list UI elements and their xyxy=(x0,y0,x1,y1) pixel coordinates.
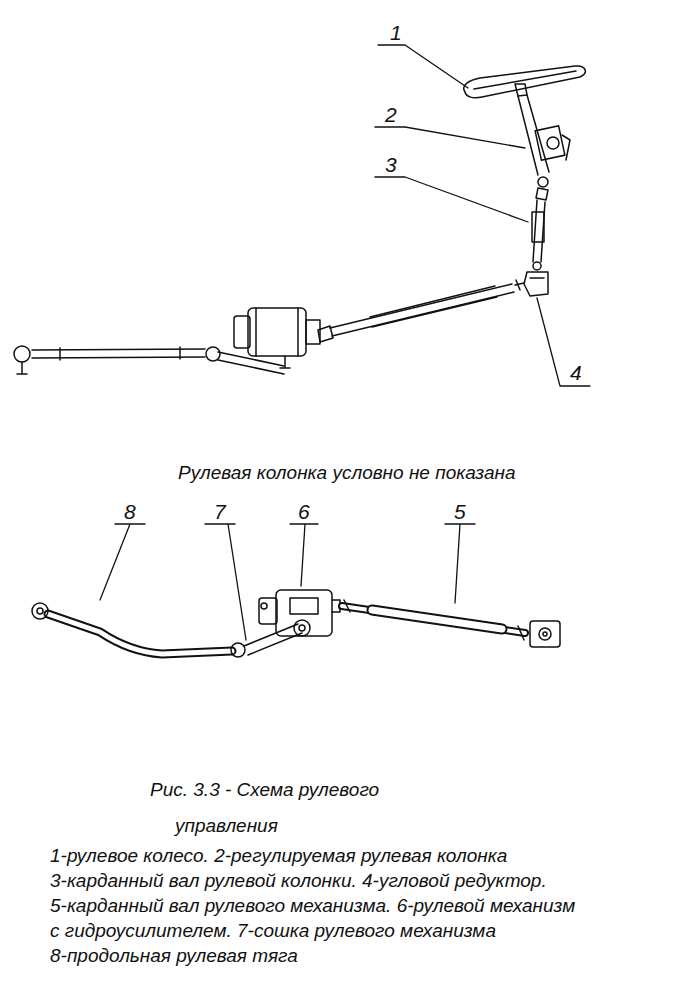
figure-caption: Рис. 3.3 - Схема рулевого управления xyxy=(150,772,390,844)
callout-number: 5 xyxy=(454,499,466,524)
callout-number: 1 xyxy=(390,20,402,45)
callout-number: 3 xyxy=(385,152,397,177)
callout-number: 8 xyxy=(124,499,136,524)
legend-line: с гидроусилителем. 7-сошка рулевого меха… xyxy=(50,920,496,943)
legend-line: 5-карданный вал рулевого механизма. 6-ру… xyxy=(50,895,575,918)
callout-number: 4 xyxy=(570,360,582,385)
callout-number: 6 xyxy=(298,499,310,524)
callout-number: 7 xyxy=(214,499,226,524)
callout-number: 2 xyxy=(385,102,397,127)
legend-line: 3-карданный вал рулевой колонки. 4-углов… xyxy=(50,870,547,893)
legend-line: 8-продольная рулевая тяга xyxy=(50,945,298,968)
note-text: Рулевая колонка условно не показана xyxy=(178,462,516,485)
legend-line: 1-рулевое колесо. 2-регулируемая рулевая… xyxy=(50,845,507,868)
